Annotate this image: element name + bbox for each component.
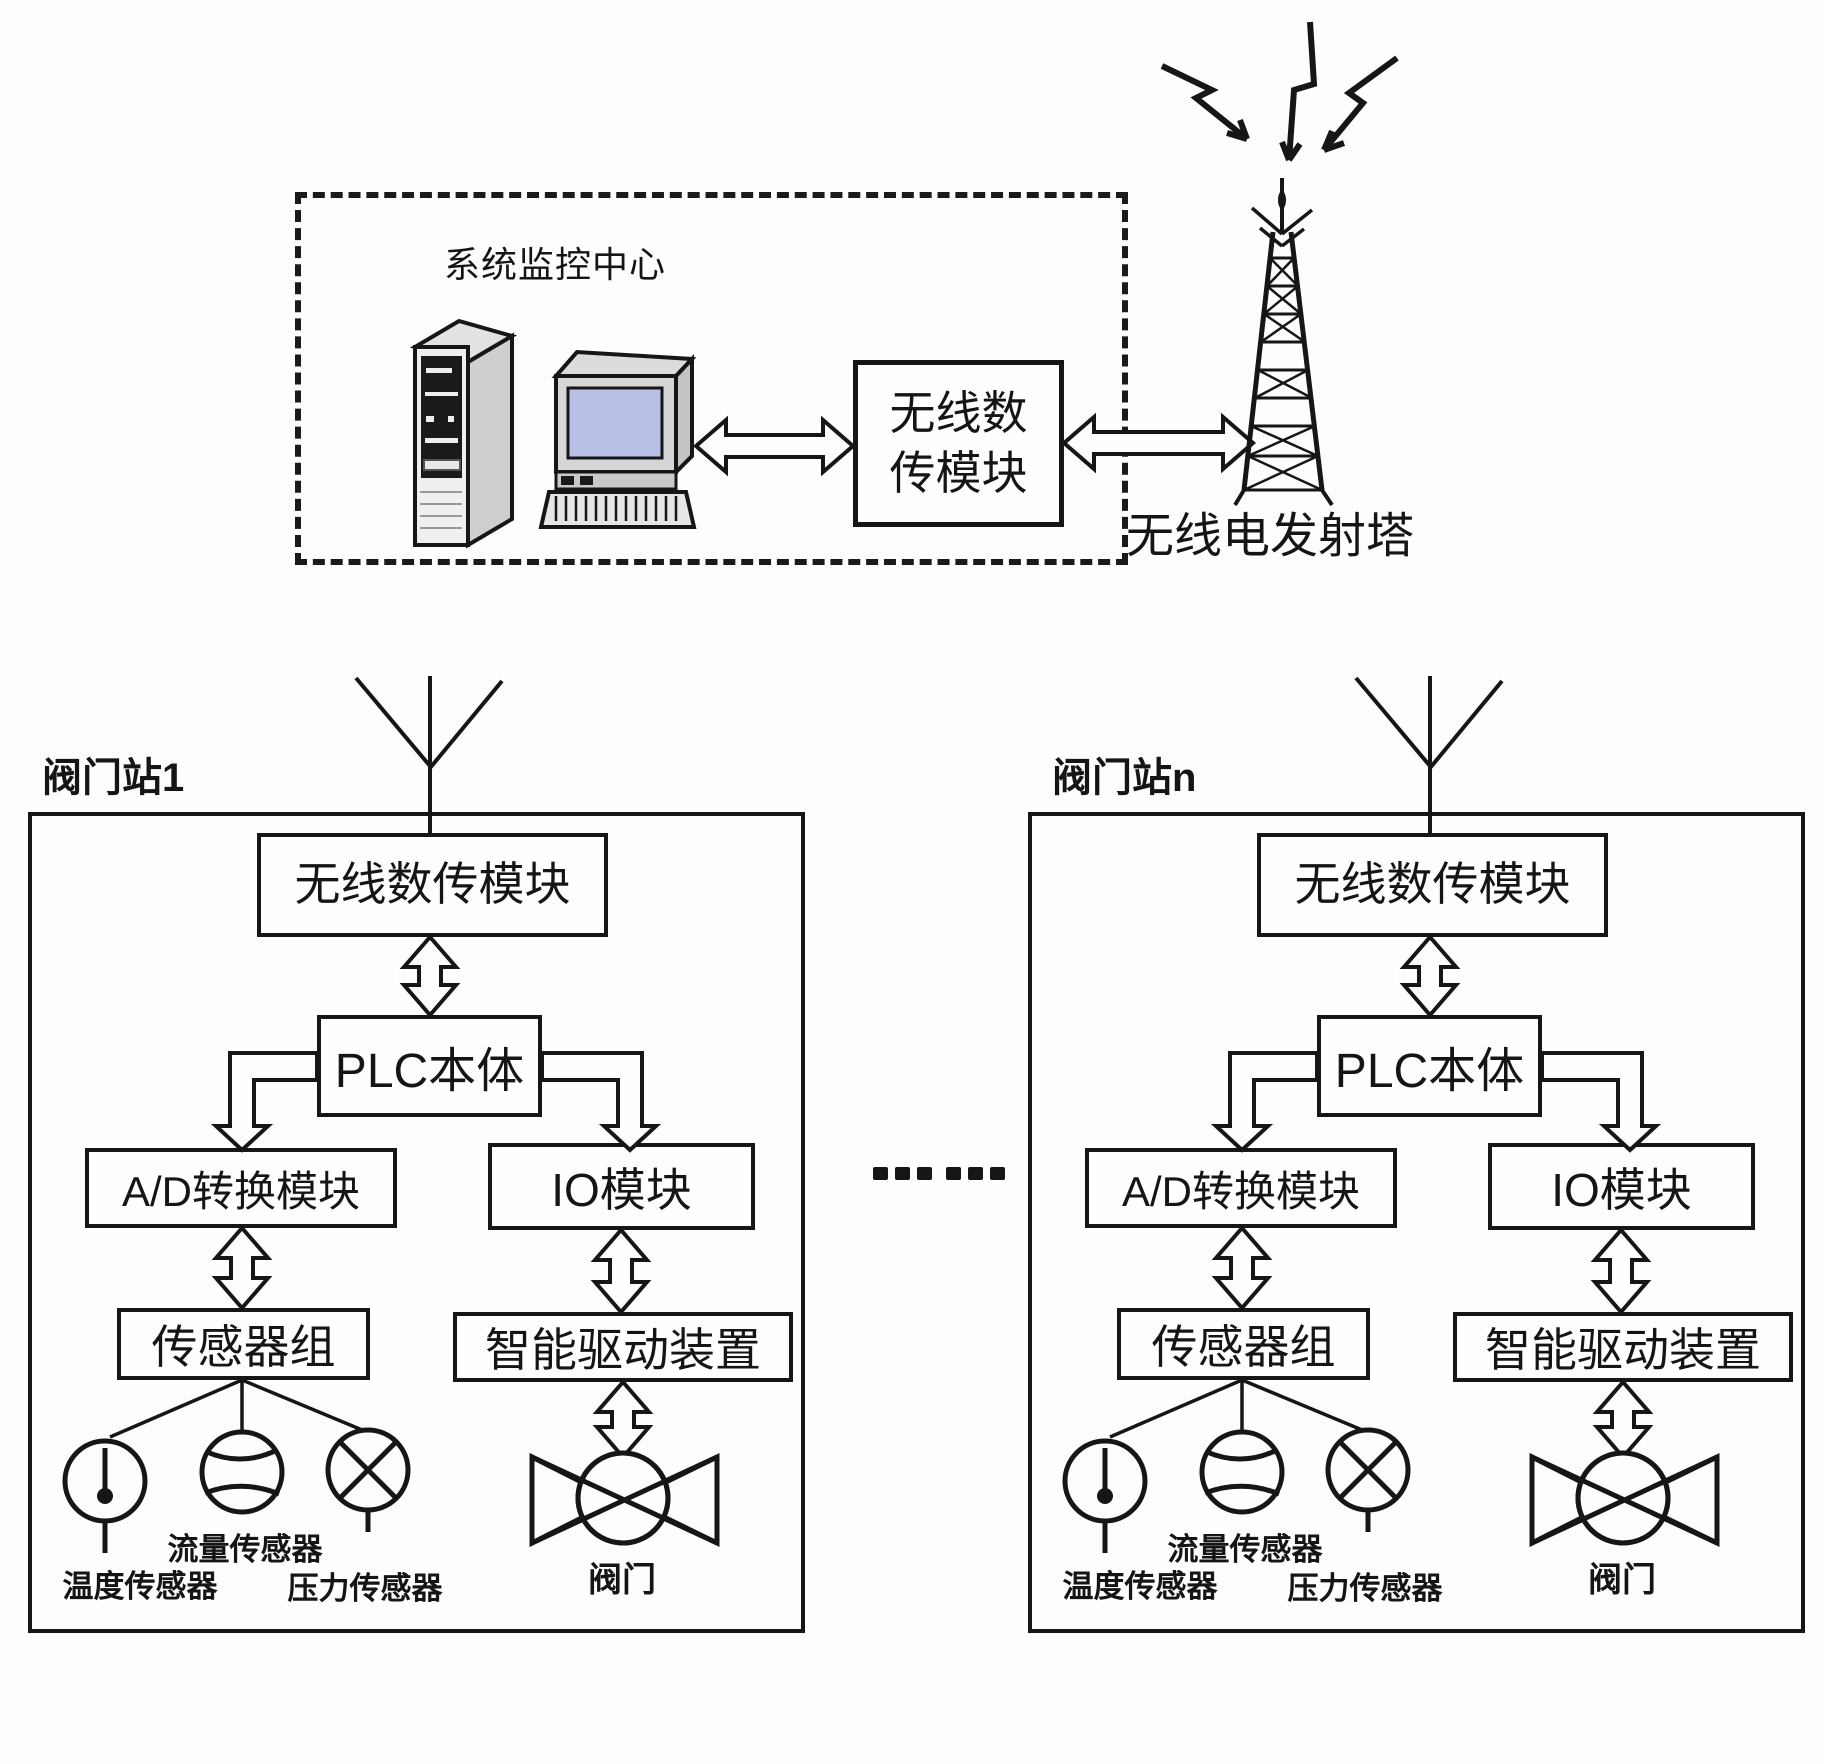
station-1-temperature-sensor-label: 温度传感器: [62, 1569, 218, 1604]
station-n-antenna-icon: [1354, 676, 1504, 833]
station-1-pressure-sensor-label: 压力传感器: [287, 1571, 443, 1606]
station-1-arrows: [210, 933, 662, 1461]
station-n-pressure-sensor-label: 压力传感器: [1287, 1571, 1443, 1606]
station-1-wireless-module-box: 无线数传模块: [257, 833, 608, 937]
station-n-temperature-sensor-icon: [1062, 1438, 1148, 1553]
lightning-bolts-icon: [1160, 21, 1399, 162]
station-n-valve-label: 阀门: [1588, 1561, 1656, 1599]
station-n-flow-sensor-label: 流量传感器: [1167, 1532, 1323, 1567]
station-1-sensor-group-box: 传感器组: [117, 1308, 370, 1380]
station-1-name: 阀门站1: [42, 756, 185, 800]
station-1-frame: [28, 812, 805, 1633]
station-n-sensor-lines: [1109, 1378, 1368, 1439]
monitoring-center-title: 系统监控中心: [443, 244, 666, 285]
station-1-valve-icon: [529, 1450, 720, 1548]
station-n-wireless-module-box: 无线数传模块: [1257, 833, 1608, 937]
monitoring-center-box: [295, 192, 1128, 565]
station-n-valve-icon: [1529, 1450, 1720, 1548]
station-n-ad-module-box: A/D转换模块: [1085, 1148, 1397, 1228]
station-n-flow-sensor-icon: [1199, 1429, 1285, 1515]
radio-tower-label: 无线电发射塔: [1125, 510, 1414, 563]
station-n-sensor-group-box: 传感器组: [1117, 1308, 1370, 1380]
station-1-io-module-box: IO模块: [488, 1143, 755, 1230]
station-1-flow-sensor-label: 流量传感器: [167, 1532, 323, 1567]
station-n-frame: [1028, 812, 1805, 1633]
station-n-name: 阀门站n: [1052, 756, 1197, 800]
station-n-plc-box: PLC本体: [1317, 1015, 1542, 1117]
station-1-antenna-icon: [354, 676, 504, 833]
station-n-pressure-sensor-icon: [1325, 1427, 1411, 1532]
station-1-flow-sensor-icon: [199, 1429, 285, 1515]
station-1-ad-module-box: A/D转换模块: [85, 1148, 397, 1228]
station-n-temperature-sensor-label: 温度传感器: [1062, 1569, 1218, 1604]
station-1-sensor-lines: [109, 1378, 368, 1439]
center-wireless-module-label-line1: 无线数: [889, 386, 1028, 439]
station-1-valve-label: 阀门: [588, 1561, 656, 1599]
station-n-arrows: [1210, 933, 1662, 1461]
station-1-plc-box: PLC本体: [317, 1015, 542, 1117]
center-wireless-module-box: 无线数 传模块: [853, 360, 1064, 527]
station-1-pressure-sensor-icon: [325, 1427, 411, 1532]
station-1-temperature-sensor-icon: [62, 1438, 148, 1553]
station-n-io-module-box: IO模块: [1488, 1143, 1755, 1230]
center-wireless-module-label-line2: 传模块: [889, 446, 1028, 499]
radio-tower-icon: [1233, 178, 1334, 507]
station-n-smart-drive-box: 智能驱动装置: [1453, 1312, 1793, 1382]
station-1-smart-drive-box: 智能驱动装置: [453, 1312, 793, 1382]
stations-ellipsis: [873, 1167, 1012, 1180]
